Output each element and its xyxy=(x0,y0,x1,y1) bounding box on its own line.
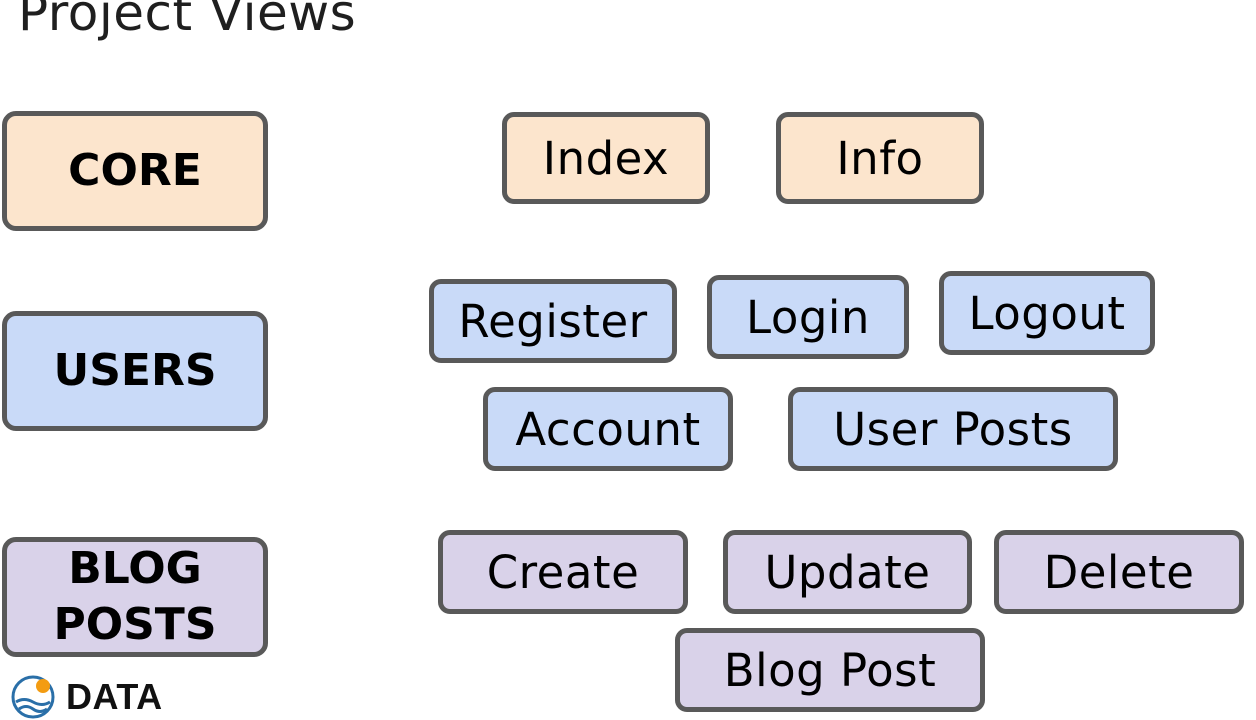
view-user-posts: User Posts xyxy=(788,387,1118,471)
view-account: Account xyxy=(483,387,733,471)
view-blog-post: Blog Post xyxy=(675,628,985,712)
logo-text: DATA xyxy=(66,676,163,717)
category-blog-posts: BLOG POSTS xyxy=(2,537,268,657)
category-core: CORE xyxy=(2,111,268,231)
page-title: Project Views xyxy=(18,0,357,42)
category-users: USERS xyxy=(2,311,268,431)
brand-logo: DATA xyxy=(0,675,163,719)
view-create: Create xyxy=(438,530,688,614)
view-index: Index xyxy=(502,112,710,204)
globe-wave-logo-icon xyxy=(11,675,55,719)
view-info: Info xyxy=(776,112,984,204)
view-register: Register xyxy=(429,279,677,363)
view-logout: Logout xyxy=(939,271,1155,355)
view-update: Update xyxy=(723,530,972,614)
view-delete: Delete xyxy=(994,530,1244,614)
view-login: Login xyxy=(707,275,909,359)
